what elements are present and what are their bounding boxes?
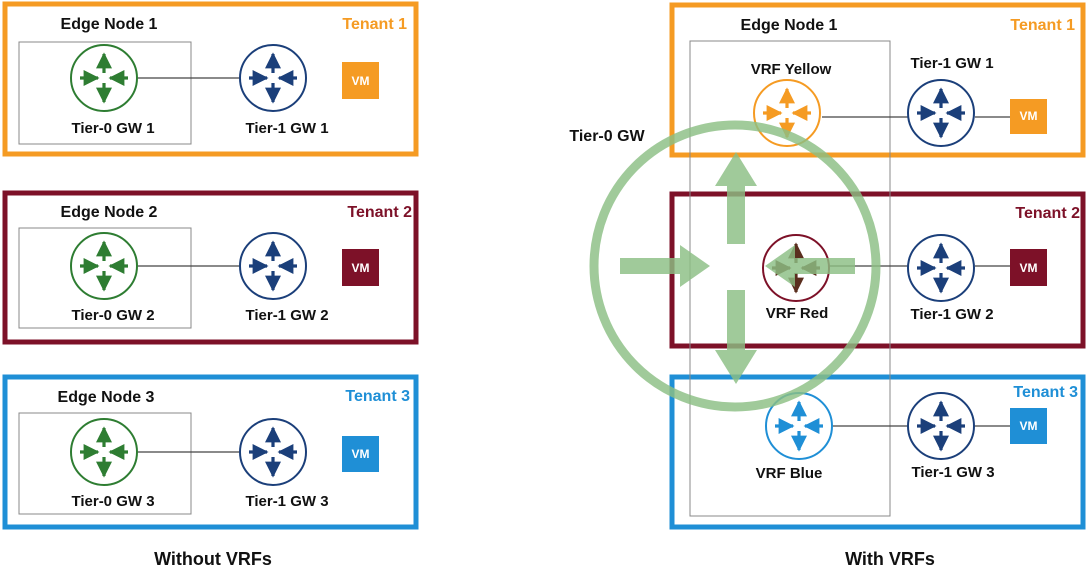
- tier0-label: Tier-0 GW: [569, 128, 645, 145]
- right-panel: Edge Node 1 Tenant 1 Tenant 2 Tenant 3 V…: [569, 2, 1086, 568]
- vm-box-icon: [1010, 249, 1047, 286]
- tenant-label: Tenant 2: [347, 204, 412, 221]
- tenant-label: Tenant 1: [342, 16, 407, 33]
- left-tenant-3: Edge Node 3 Tenant 3 VM Tier-0 GW 3 Tier…: [2, 374, 419, 530]
- tier1-router-icon: [239, 418, 307, 486]
- vm-box-icon: [342, 249, 379, 286]
- edge-node-box: [18, 227, 192, 329]
- tenant-label: Tenant 3: [1013, 384, 1078, 401]
- left-caption: Without VRFs: [154, 549, 272, 568]
- vm-label: VM: [1020, 419, 1038, 433]
- edge-node-box: [18, 41, 192, 145]
- tier1-router-icon: [907, 392, 975, 460]
- tier1-label: Tier-1 GW 3: [245, 493, 328, 510]
- tier1-label: Tier-1 GW 1: [245, 120, 328, 137]
- left-panel: Edge Node 1 Tenant 1 VM Tier-0 GW 1 Tier…: [2, 1, 419, 568]
- tier0-label: Tier-0 GW 2: [71, 307, 154, 324]
- tier0-router-icon: [70, 418, 138, 486]
- tier0-circle-icon: [589, 120, 881, 412]
- tier1-router-icon: [239, 44, 307, 112]
- vm-box-icon: [1010, 99, 1047, 134]
- tier0-label: Tier-0 GW 3: [71, 493, 154, 510]
- tenant-label: Tenant 1: [1010, 17, 1075, 34]
- vm-box-icon: [342, 62, 379, 99]
- tier1-label: Tier-1 GW 3: [911, 464, 994, 481]
- tier1-label: Tier-1 GW 1: [910, 55, 993, 72]
- edge-node-label: Edge Node 1: [741, 17, 838, 34]
- right-caption: With VRFs: [845, 549, 935, 568]
- vm-box-icon: [342, 436, 379, 472]
- vm-label: VM: [352, 447, 370, 461]
- edge-node-box: [18, 412, 192, 515]
- vm-box-icon: [1010, 408, 1047, 444]
- tier1-router-icon: [907, 234, 975, 302]
- tier1-router-icon: [239, 232, 307, 300]
- tier1-label: Tier-1 GW 2: [245, 307, 328, 324]
- edge-node-label: Edge Node 2: [61, 204, 158, 221]
- tenant-box: [2, 374, 419, 530]
- tenant-label: Tenant 3: [345, 388, 410, 405]
- vm-label: VM: [1020, 109, 1038, 123]
- vrf-label: VRF Blue: [756, 465, 823, 482]
- left-tenant-1: Edge Node 1 Tenant 1 VM Tier-0 GW 1 Tier…: [2, 1, 419, 157]
- vm-label: VM: [352, 261, 370, 275]
- tier0-router-icon: [70, 44, 138, 112]
- right-tenant-3-box: [669, 374, 1086, 530]
- tier0-router-icon: [70, 232, 138, 300]
- tier1-label: Tier-1 GW 2: [910, 306, 993, 323]
- tier0-label: Tier-0 GW 1: [71, 120, 154, 137]
- tenant-box: [2, 1, 419, 157]
- vm-label: VM: [1020, 261, 1038, 275]
- vrf-label: VRF Red: [766, 305, 829, 322]
- edge-node-label: Edge Node 1: [61, 16, 158, 33]
- tenant-label: Tenant 2: [1015, 205, 1080, 222]
- right-tenant-1-box: [669, 2, 1086, 158]
- edge-node-label: Edge Node 3: [58, 389, 155, 406]
- left-tenant-2: Edge Node 2 Tenant 2 VM Tier-0 GW 2 Tier…: [2, 190, 419, 345]
- tier1-router-icon: [907, 79, 975, 147]
- vm-label: VM: [352, 74, 370, 88]
- vrf-label: VRF Yellow: [751, 61, 832, 78]
- tenant-box: [2, 190, 419, 345]
